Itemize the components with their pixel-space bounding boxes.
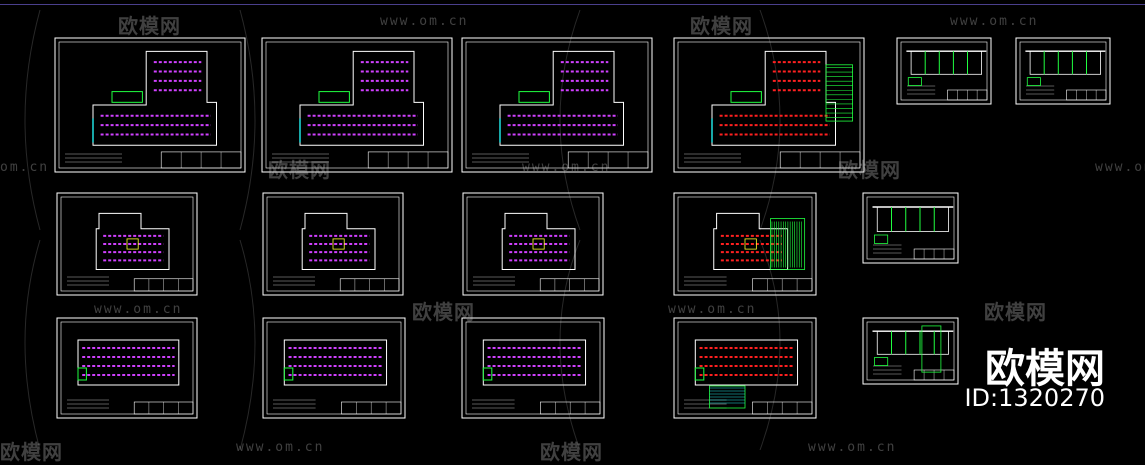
- drawing-sheet[interactable]: [862, 317, 959, 385]
- drawing-sheet[interactable]: [461, 37, 653, 173]
- watermark-url: om.cn: [0, 160, 50, 175]
- watermark-url: www.om.cn: [1095, 160, 1145, 175]
- watermark-url: www.om.cn: [522, 160, 611, 175]
- drawing-sheets: [54, 37, 1111, 419]
- drawing-sheet[interactable]: [261, 37, 453, 173]
- watermark-brand: 欧模网: [540, 440, 603, 464]
- watermark-brand: 欧模网: [412, 300, 475, 324]
- drawing-sheet[interactable]: [862, 192, 959, 264]
- cad-drawing-canvas[interactable]: [0, 0, 1145, 450]
- watermark-brand: 欧模网: [268, 158, 331, 182]
- watermark-brand: 欧模网: [118, 14, 181, 38]
- watermark-url: www.om.cn: [236, 440, 325, 455]
- watermark-brand: 欧模网: [838, 158, 901, 182]
- watermark-url: www.om.cn: [950, 14, 1039, 29]
- drawing-sheet[interactable]: [1015, 37, 1111, 105]
- drawing-sheet[interactable]: [896, 37, 992, 105]
- drawing-sheet[interactable]: [262, 317, 406, 419]
- watermark-url: www.om.cn: [380, 14, 469, 29]
- model-id-label: ID:1320270: [964, 384, 1105, 412]
- drawing-sheet[interactable]: [262, 192, 404, 296]
- viewport-top-border: [0, 4, 1145, 5]
- drawing-sheet[interactable]: [462, 192, 604, 296]
- drawing-sheet[interactable]: [54, 37, 246, 173]
- brand-logo: 欧模网: [985, 346, 1105, 392]
- watermark-url: www.om.cn: [94, 302, 183, 317]
- drawing-sheet[interactable]: [673, 192, 817, 296]
- watermark-brand: 欧模网: [0, 440, 63, 464]
- watermark-url: www.om.cn: [808, 440, 897, 455]
- watermark-brand: 欧模网: [690, 14, 753, 38]
- drawing-sheet[interactable]: [56, 192, 198, 296]
- drawing-sheet[interactable]: [56, 317, 198, 419]
- drawing-sheet[interactable]: [461, 317, 605, 419]
- drawing-sheet[interactable]: [673, 37, 865, 173]
- watermark-url: www.om.cn: [668, 302, 757, 317]
- drawing-sheet[interactable]: [673, 317, 817, 419]
- watermark-brand: 欧模网: [984, 300, 1047, 324]
